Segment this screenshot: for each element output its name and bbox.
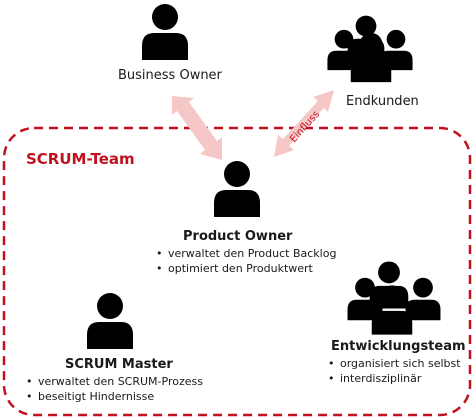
business-owner-person-icon <box>142 4 188 60</box>
list-item: verwaltet den Product Backlog <box>156 246 336 261</box>
scrum-team-title: SCRUM-Team <box>26 150 135 168</box>
scrum-master-person-icon <box>87 293 133 349</box>
list-item: interdisziplinär <box>328 371 461 386</box>
scrum-master-label: SCRUM Master <box>65 357 173 372</box>
entwicklungsteam-label: Entwicklungsteam <box>331 339 466 354</box>
list-item: verwaltet den SCRUM-Prozess <box>26 374 203 389</box>
business-owner-label: Business Owner <box>118 68 222 83</box>
list-item: optimiert den Produktwert <box>156 261 336 276</box>
product-owner-label: Product Owner <box>183 229 293 244</box>
product-owner-bullets: verwaltet den Product Backlog optimiert … <box>156 246 336 276</box>
scrum-master-bullets: verwaltet den SCRUM-Prozess beseitigt Hi… <box>26 374 203 404</box>
arrow-business-owner-product-owner <box>172 96 222 160</box>
list-item: beseitigt Hindernisse <box>26 389 203 404</box>
scrum-team-border <box>2 126 472 417</box>
entwicklungsteam-bullets: organisiert sich selbst interdisziplinär <box>328 356 461 386</box>
endkunden-group-icon <box>327 15 413 83</box>
entwicklungsteam-group-icon <box>347 261 441 335</box>
arrow-einfluss <box>274 90 334 157</box>
product-owner-person-icon <box>214 161 260 217</box>
list-item: organisiert sich selbst <box>328 356 461 371</box>
endkunden-label: Endkunden <box>346 94 419 109</box>
